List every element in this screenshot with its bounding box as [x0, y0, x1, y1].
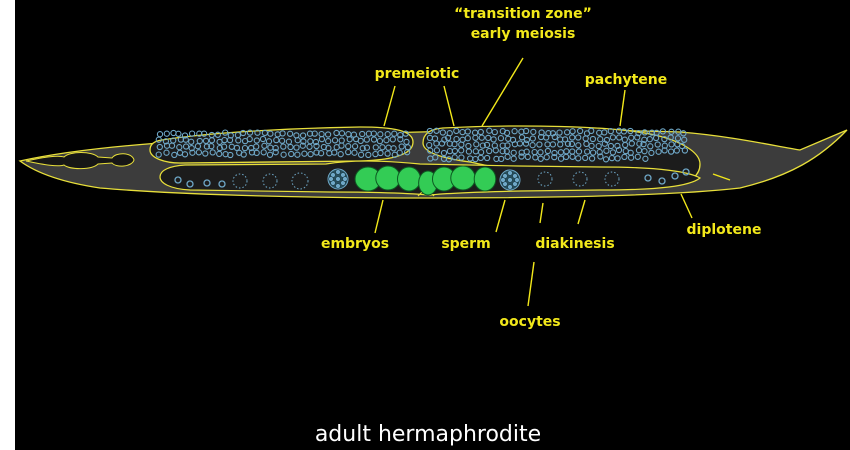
label-embryos: embryos — [321, 236, 389, 252]
sperm-cell — [508, 185, 513, 190]
embryo — [397, 167, 420, 191]
sperm-cell — [508, 178, 513, 183]
spermatheca-anterior — [328, 169, 348, 189]
leader-diakinesis — [540, 203, 543, 223]
leader-diakinesis-2 — [578, 200, 585, 224]
embryo — [376, 166, 400, 190]
label-diplotene: diplotene — [687, 222, 762, 238]
label-sperm: sperm — [441, 236, 490, 252]
embryo — [451, 166, 475, 190]
leader-oocytes — [528, 262, 534, 306]
label-premeiotic: premeiotic — [375, 66, 460, 82]
germ-nucleus — [157, 132, 162, 137]
sperm-cell — [329, 177, 334, 182]
sperm-cell — [336, 170, 341, 175]
sperm-cell — [336, 177, 341, 182]
embryo — [474, 167, 496, 191]
leader-premeiotic-2 — [444, 86, 454, 126]
diagram-panel: “transition zone” early meiosis premeiot… — [15, 0, 850, 450]
label-pachytene: pachytene — [585, 72, 668, 88]
germ-nucleus — [176, 131, 181, 136]
leader-premeiotic — [384, 86, 395, 126]
leader-embryos — [375, 200, 383, 233]
sperm-cell — [343, 177, 348, 182]
leader-pachytene — [620, 90, 625, 126]
label-early-meiosis: early meiosis — [471, 26, 576, 42]
leader-sperm — [496, 200, 505, 232]
sperm-cell — [336, 184, 341, 189]
sperm-cell — [501, 178, 506, 183]
label-transition-zone: “transition zone” — [454, 6, 592, 22]
label-oocytes: oocytes — [499, 314, 560, 330]
label-diakinesis: diakinesis — [535, 236, 614, 252]
germ-nucleus — [164, 131, 169, 136]
leader-diplotene — [681, 194, 692, 218]
spermatheca-posterior — [500, 170, 520, 190]
leader-transition — [482, 58, 523, 126]
sperm-cell — [508, 171, 513, 176]
sperm-cell — [515, 178, 520, 183]
worm-diagram: “transition zone” early meiosis premeiot… — [15, 0, 850, 450]
figure-caption: adult hermaphrodite — [315, 422, 541, 447]
germ-nucleus — [171, 130, 176, 135]
